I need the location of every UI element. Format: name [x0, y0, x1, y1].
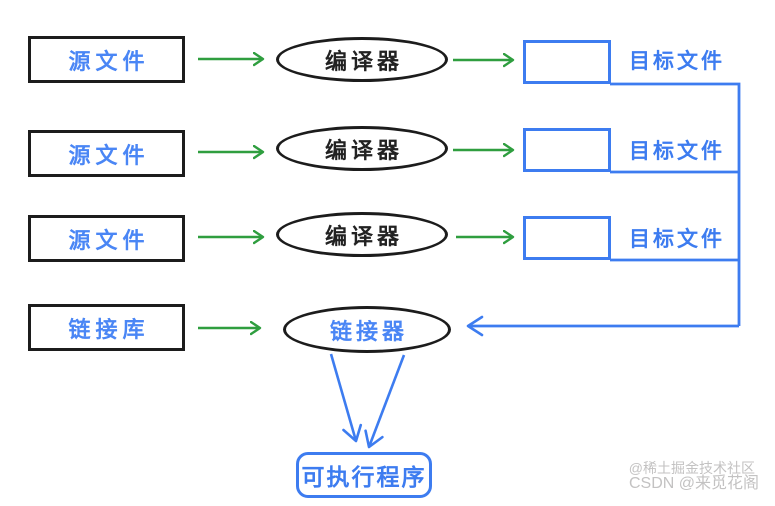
watermark-line-juejin: @稀土掘金技术社区	[628, 460, 755, 476]
compiler-ellipse-1: 编译器	[276, 37, 448, 82]
arrow-source-to-compiler	[198, 59, 263, 328]
line-objects-to-linker	[466, 82, 741, 337]
source-file-box-3: 源文件	[28, 215, 185, 262]
arrow-compiler-to-object	[453, 60, 513, 237]
source-file-box-2: 源文件	[28, 130, 185, 177]
object-file-label-1: 目标文件	[629, 50, 725, 73]
linker-ellipse: 链接器	[283, 306, 451, 353]
watermark: @稀土掘金技术社区 CSDN @来觅花阁	[561, 456, 761, 500]
executable-program-box: 可执行程序	[296, 452, 432, 498]
object-file-box-2	[523, 128, 611, 172]
source-file-box-1: 源文件	[28, 36, 185, 83]
link-library-box: 链接库	[28, 304, 185, 351]
object-file-box-3	[523, 216, 611, 260]
arrow-linker-to-executable	[329, 353, 406, 449]
object-file-label-3: 目标文件	[629, 228, 725, 251]
compiler-ellipse-3: 编译器	[276, 212, 448, 257]
compiler-ellipse-2: 编译器	[276, 126, 448, 171]
watermark-line-csdn: CSDN @来觅花阁	[628, 475, 759, 492]
object-file-label-2: 目标文件	[629, 140, 725, 163]
object-file-box-1	[523, 40, 611, 84]
